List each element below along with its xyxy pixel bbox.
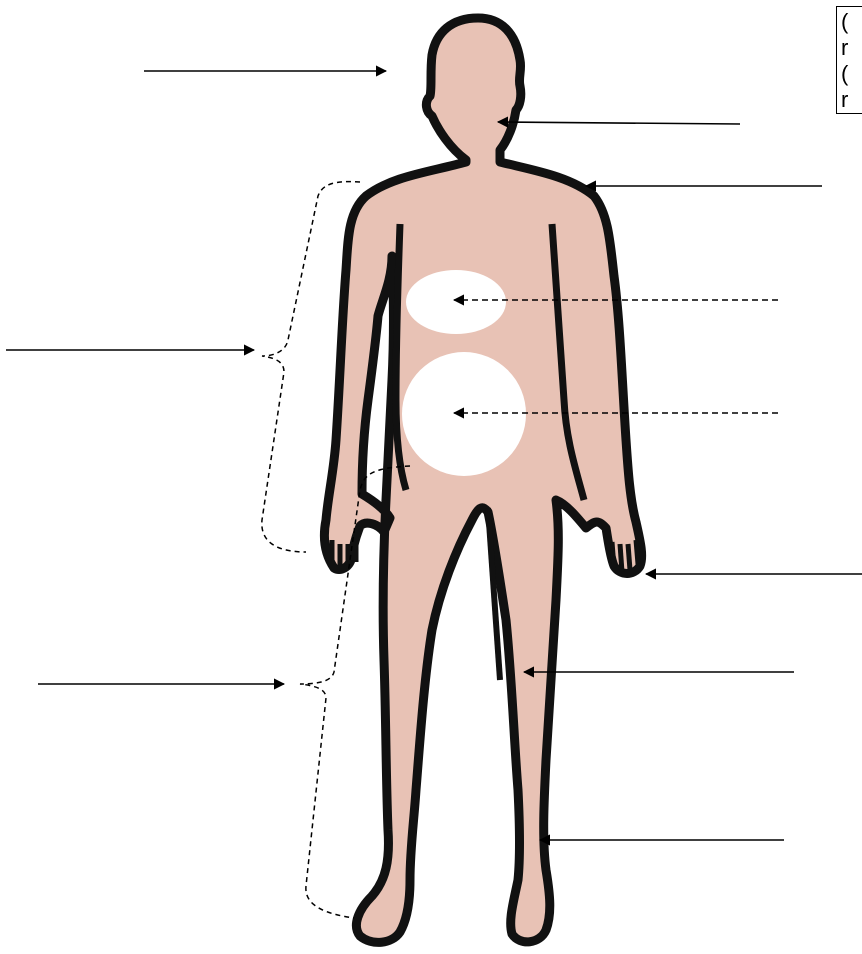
instruction-line-3: ( [841,61,862,87]
fingers [332,540,638,572]
lower-abdomen-label-cutout [402,352,526,476]
upper-abdomen-label-cutout [406,270,506,334]
instruction-line-2: r [841,35,862,61]
instruction-line-1: ( [841,9,862,35]
human-figure [324,18,641,942]
instruction-box: ( r ( r [836,6,862,114]
body-silhouette [324,18,641,942]
arrow-neck [498,122,740,124]
instruction-line-4: r [841,87,862,113]
